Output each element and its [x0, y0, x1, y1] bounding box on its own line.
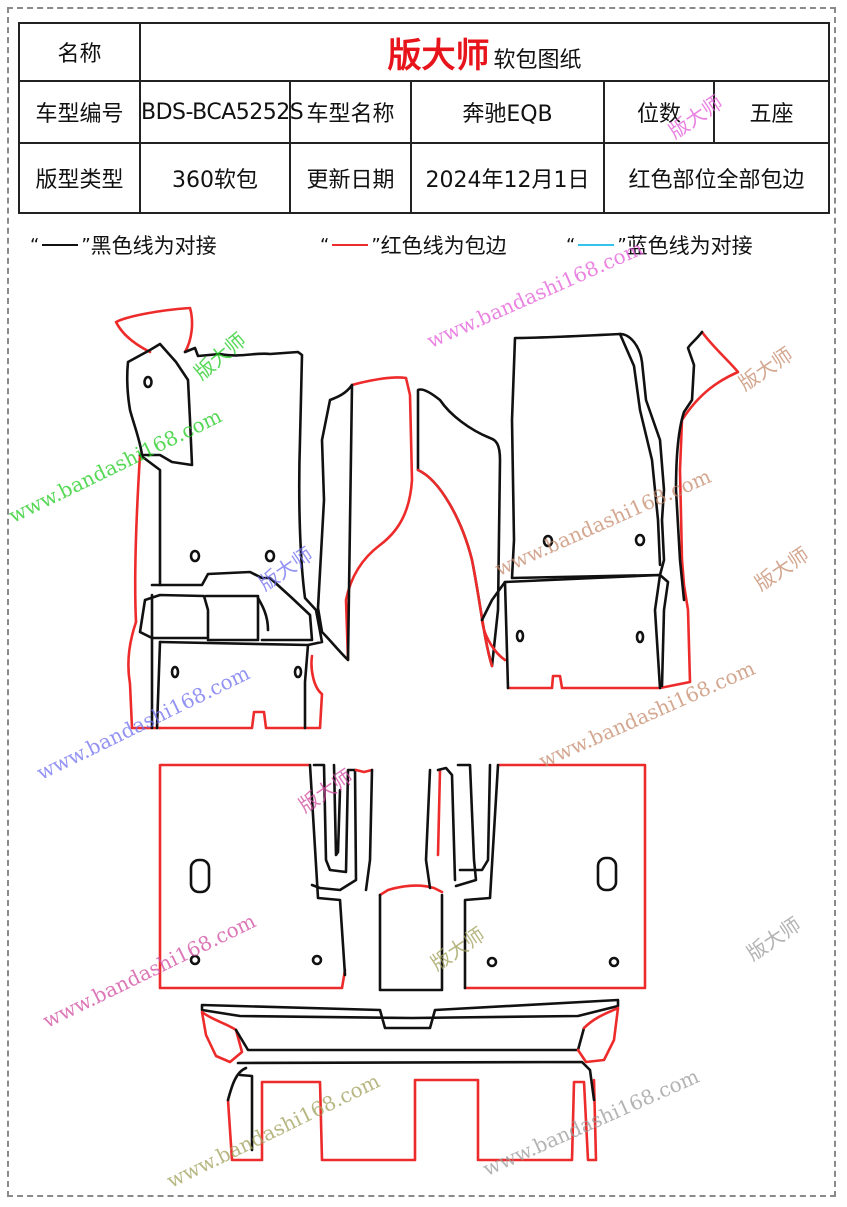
- name-label: 名称: [18, 22, 141, 82]
- console-side-pieces: [316, 376, 502, 668]
- pattern-type: 360软包: [139, 142, 291, 214]
- mat-hole: [515, 629, 525, 643]
- legend-open-quote: “: [320, 234, 330, 256]
- page-frame: [7, 7, 836, 1197]
- seat-riser-strip: [200, 998, 620, 1064]
- driver-mat-piece: [114, 306, 324, 730]
- mat-hole: [189, 954, 201, 966]
- brand-title: 版大师: [387, 35, 490, 76]
- model-name: 奔驰EQB: [410, 80, 605, 144]
- mat-hole: [189, 549, 201, 563]
- rear-tunnel-piece: [378, 766, 457, 992]
- seats-label: 位数: [603, 80, 715, 144]
- passenger-mat-piece: [480, 330, 740, 690]
- seats-value: 五座: [713, 80, 830, 144]
- cargo-mat-piece: [226, 1060, 598, 1162]
- spec-table: 名称 版大师软包图纸 车型编号 BDS-BCA5252S 车型名称 奔驰EQB …: [18, 22, 830, 214]
- legend-red: “ ”红色线为包边: [320, 230, 507, 260]
- legend-open-quote: “: [30, 234, 40, 256]
- rear-left-mat-piece: [158, 763, 374, 990]
- blue-line-swatch: [578, 244, 615, 246]
- mat-hole: [542, 534, 554, 548]
- update-date: 2024年12月1日: [410, 142, 605, 214]
- model-code-label: 车型编号: [18, 80, 141, 144]
- mat-hole: [170, 665, 180, 679]
- update-date-label: 更新日期: [289, 142, 412, 214]
- legend-red-text: 红色线为包边: [380, 234, 507, 258]
- mat-slot: [189, 858, 211, 894]
- legend-close-quote: ”: [81, 234, 91, 256]
- legend-black: “ ”黑色线为对接: [30, 230, 217, 260]
- mat-hole: [311, 954, 323, 966]
- mat-hole: [634, 533, 646, 547]
- mat-hole: [608, 956, 620, 968]
- mat-hole: [293, 665, 303, 679]
- pattern-type-label: 版型类型: [18, 142, 141, 214]
- title-cell: 版大师软包图纸: [139, 22, 830, 82]
- mat-hole: [264, 549, 276, 563]
- legend-close-quote: ”: [371, 234, 381, 256]
- model-code: BDS-BCA5252S: [139, 80, 304, 144]
- black-line-swatch: [42, 244, 79, 246]
- red-line-swatch: [332, 244, 369, 246]
- mat-slot: [596, 856, 618, 892]
- mat-hole: [143, 375, 153, 389]
- legend-black-text: 黑色线为对接: [90, 234, 217, 258]
- title-subtitle: 软包图纸: [493, 47, 582, 73]
- rear-right-mat-piece: [454, 763, 647, 990]
- legend-blue: “ ”蓝色线为对接: [566, 230, 753, 260]
- binding-note: 红色部位全部包边: [603, 142, 830, 214]
- legend-open-quote: “: [566, 234, 576, 256]
- mat-hole: [635, 630, 645, 644]
- mat-hole: [486, 956, 498, 968]
- legend-blue-text: 蓝色线为对接: [626, 234, 753, 258]
- legend-close-quote: ”: [617, 234, 627, 256]
- model-name-label: 车型名称: [289, 80, 412, 144]
